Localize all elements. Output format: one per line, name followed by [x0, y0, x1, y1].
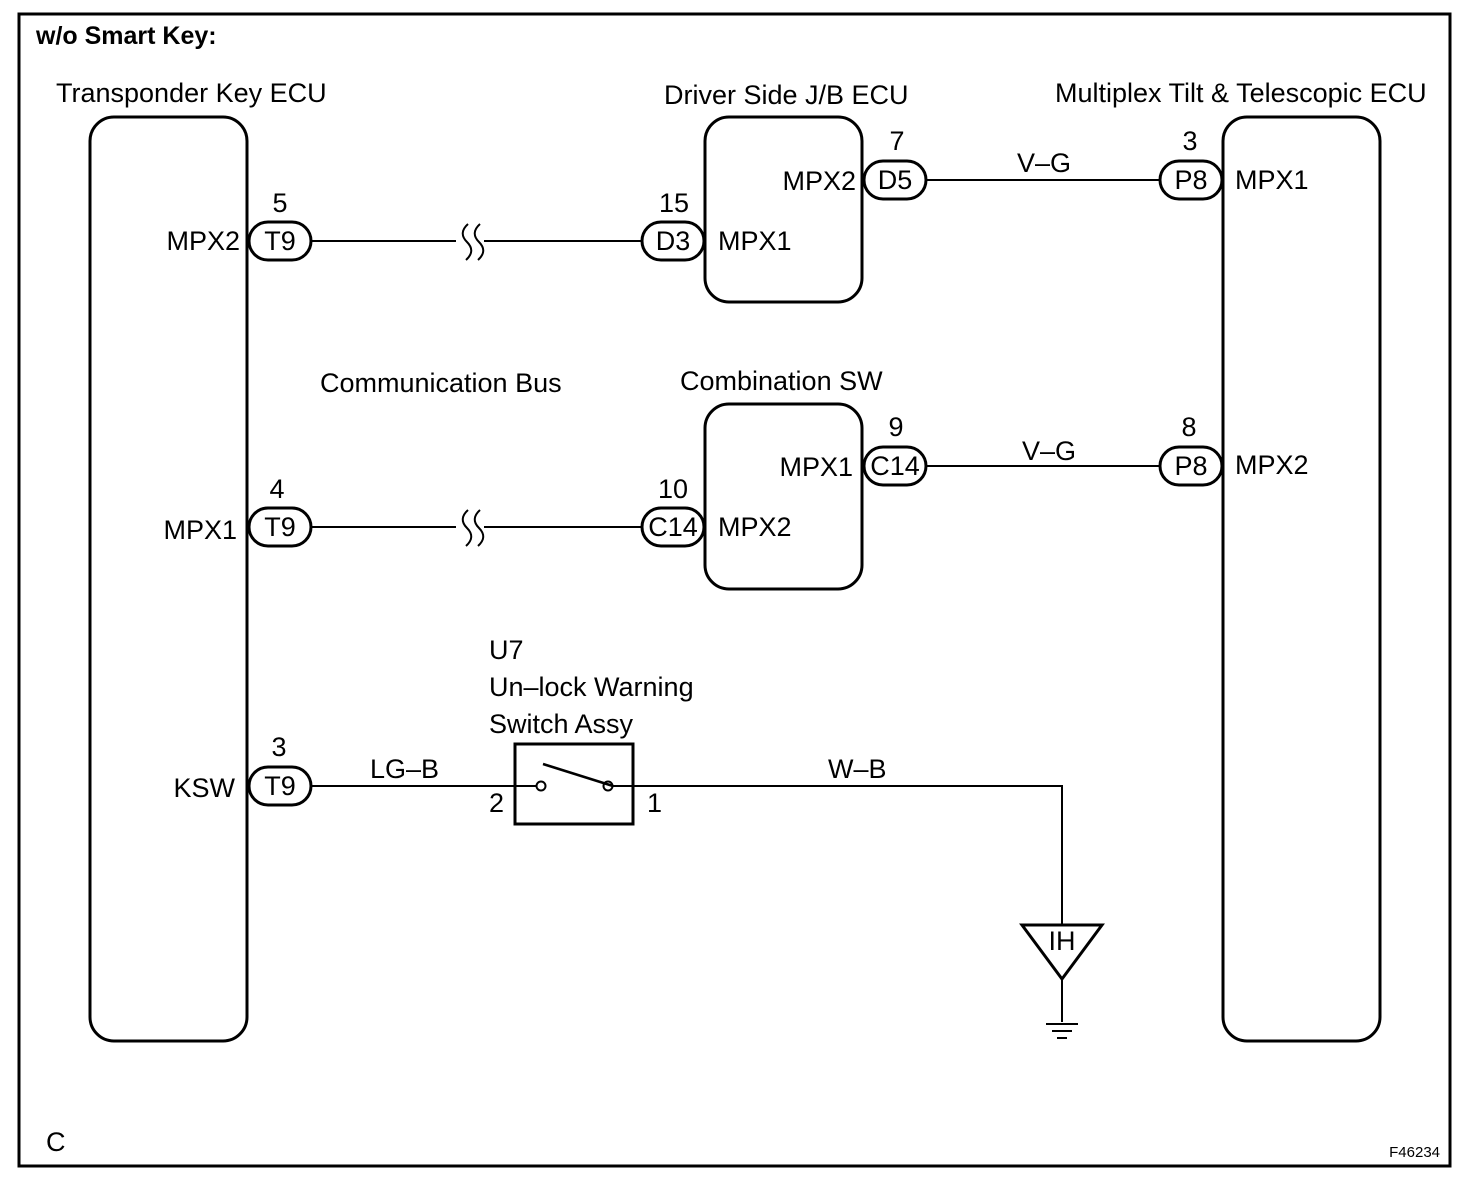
- terminal-combination-mpx2: MPX2: [718, 512, 792, 542]
- wire-break-symbol-lower-a: [461, 509, 473, 547]
- connector-c14-in-pin: 10: [658, 474, 688, 504]
- figure-number: F46234: [1389, 1144, 1440, 1161]
- unlock-switch-label-line2: Switch Assy: [489, 709, 634, 739]
- transponder-ecu-label: Transponder Key ECU: [56, 78, 327, 108]
- terminal-transponder-mpx2: MPX2: [166, 226, 240, 256]
- footer-left-label: C: [46, 1127, 66, 1157]
- connector-t9-mpx1-pin: 4: [269, 474, 284, 504]
- connector-t9-mpx1-code: T9: [264, 512, 296, 542]
- tilt-telescopic-ecu-label: Multiplex Tilt & Telescopic ECU: [1055, 78, 1427, 108]
- connector-t9-ksw: [247, 765, 313, 807]
- lgb-wire-label: LG–B: [370, 754, 439, 784]
- driver-jb-ecu-box: [703, 115, 864, 304]
- terminal-transponder-ksw: KSW: [173, 773, 235, 803]
- connector-p8-upper-pin: 3: [1182, 126, 1197, 156]
- terminal-driver-jb-mpx1: MPX1: [718, 226, 792, 256]
- terminal-driver-jb-mpx2: MPX2: [782, 166, 856, 196]
- switch-pin-right: 1: [647, 788, 662, 818]
- connector-p8-upper-code: P8: [1174, 165, 1207, 195]
- communication-bus-label: Communication Bus: [320, 368, 562, 398]
- switch-pin-left: 2: [489, 788, 504, 818]
- ground-point-triangle: [1019, 923, 1105, 982]
- wb-wire: [633, 785, 1063, 925]
- connector-d3: [640, 220, 706, 262]
- connector-c14-out-pin: 9: [888, 412, 903, 442]
- unlock-switch-label-line1: Un–lock Warning: [489, 672, 694, 702]
- connector-t9-ksw-pin: 3: [271, 732, 286, 762]
- wire-break-symbol-upper-a: [461, 223, 473, 261]
- unlock-switch-code: U7: [489, 635, 524, 665]
- connector-p8-upper: [1158, 159, 1224, 201]
- connector-d5-pin: 7: [889, 126, 904, 156]
- terminal-tilt-mpx2: MPX2: [1235, 450, 1309, 480]
- tilt-telescopic-ecu-box: [1221, 115, 1382, 1043]
- driver-jb-ecu-label: Driver Side J/B ECU: [664, 80, 909, 110]
- connector-t9-mpx2: [247, 220, 313, 262]
- connector-d3-pin: 15: [659, 188, 689, 218]
- wire-break-symbol-lower-b: [473, 509, 485, 547]
- connector-p8-lower: [1158, 445, 1224, 487]
- header-label: w/o Smart Key:: [35, 22, 217, 50]
- diagram-frame: [17, 12, 1452, 1168]
- switch-blade: [542, 762, 614, 788]
- connector-t9-mpx1: [247, 506, 313, 548]
- connector-c14-out-code: C14: [870, 451, 920, 481]
- connector-p8-lower-pin: 8: [1181, 412, 1196, 442]
- switch-contact-left: [535, 780, 547, 792]
- vg-wire-lower-label: V–G: [1022, 436, 1076, 466]
- unlock-switch-box: [513, 742, 635, 826]
- connector-t9-ksw-code: T9: [264, 771, 296, 801]
- transponder-ecu-box: [88, 115, 249, 1043]
- terminal-transponder-mpx1: MPX1: [163, 515, 237, 545]
- connector-d5-code: D5: [878, 165, 913, 195]
- terminal-tilt-mpx1: MPX1: [1235, 165, 1309, 195]
- connector-t9-mpx2-pin: 5: [272, 188, 287, 218]
- connector-t9-mpx2-code: T9: [264, 226, 296, 256]
- connector-d3-code: D3: [656, 226, 691, 256]
- connector-p8-lower-code: P8: [1174, 451, 1207, 481]
- wire-break-mask-lower: [456, 512, 484, 542]
- ground-point-label: IH: [1049, 926, 1076, 956]
- wb-wire-label: W–B: [828, 754, 887, 784]
- connector-c14-in: [640, 506, 706, 548]
- connector-c14-in-code: C14: [648, 512, 698, 542]
- combination-sw-label: Combination SW: [680, 366, 883, 396]
- wire-break-symbol-upper-b: [473, 223, 485, 261]
- connector-c14-out: [862, 445, 928, 487]
- vg-wire-upper-label: V–G: [1017, 148, 1071, 178]
- terminal-combination-mpx1: MPX1: [779, 452, 853, 482]
- wire-break-mask-upper: [456, 226, 484, 256]
- combination-sw-box: [703, 402, 864, 591]
- connector-d5: [862, 159, 928, 201]
